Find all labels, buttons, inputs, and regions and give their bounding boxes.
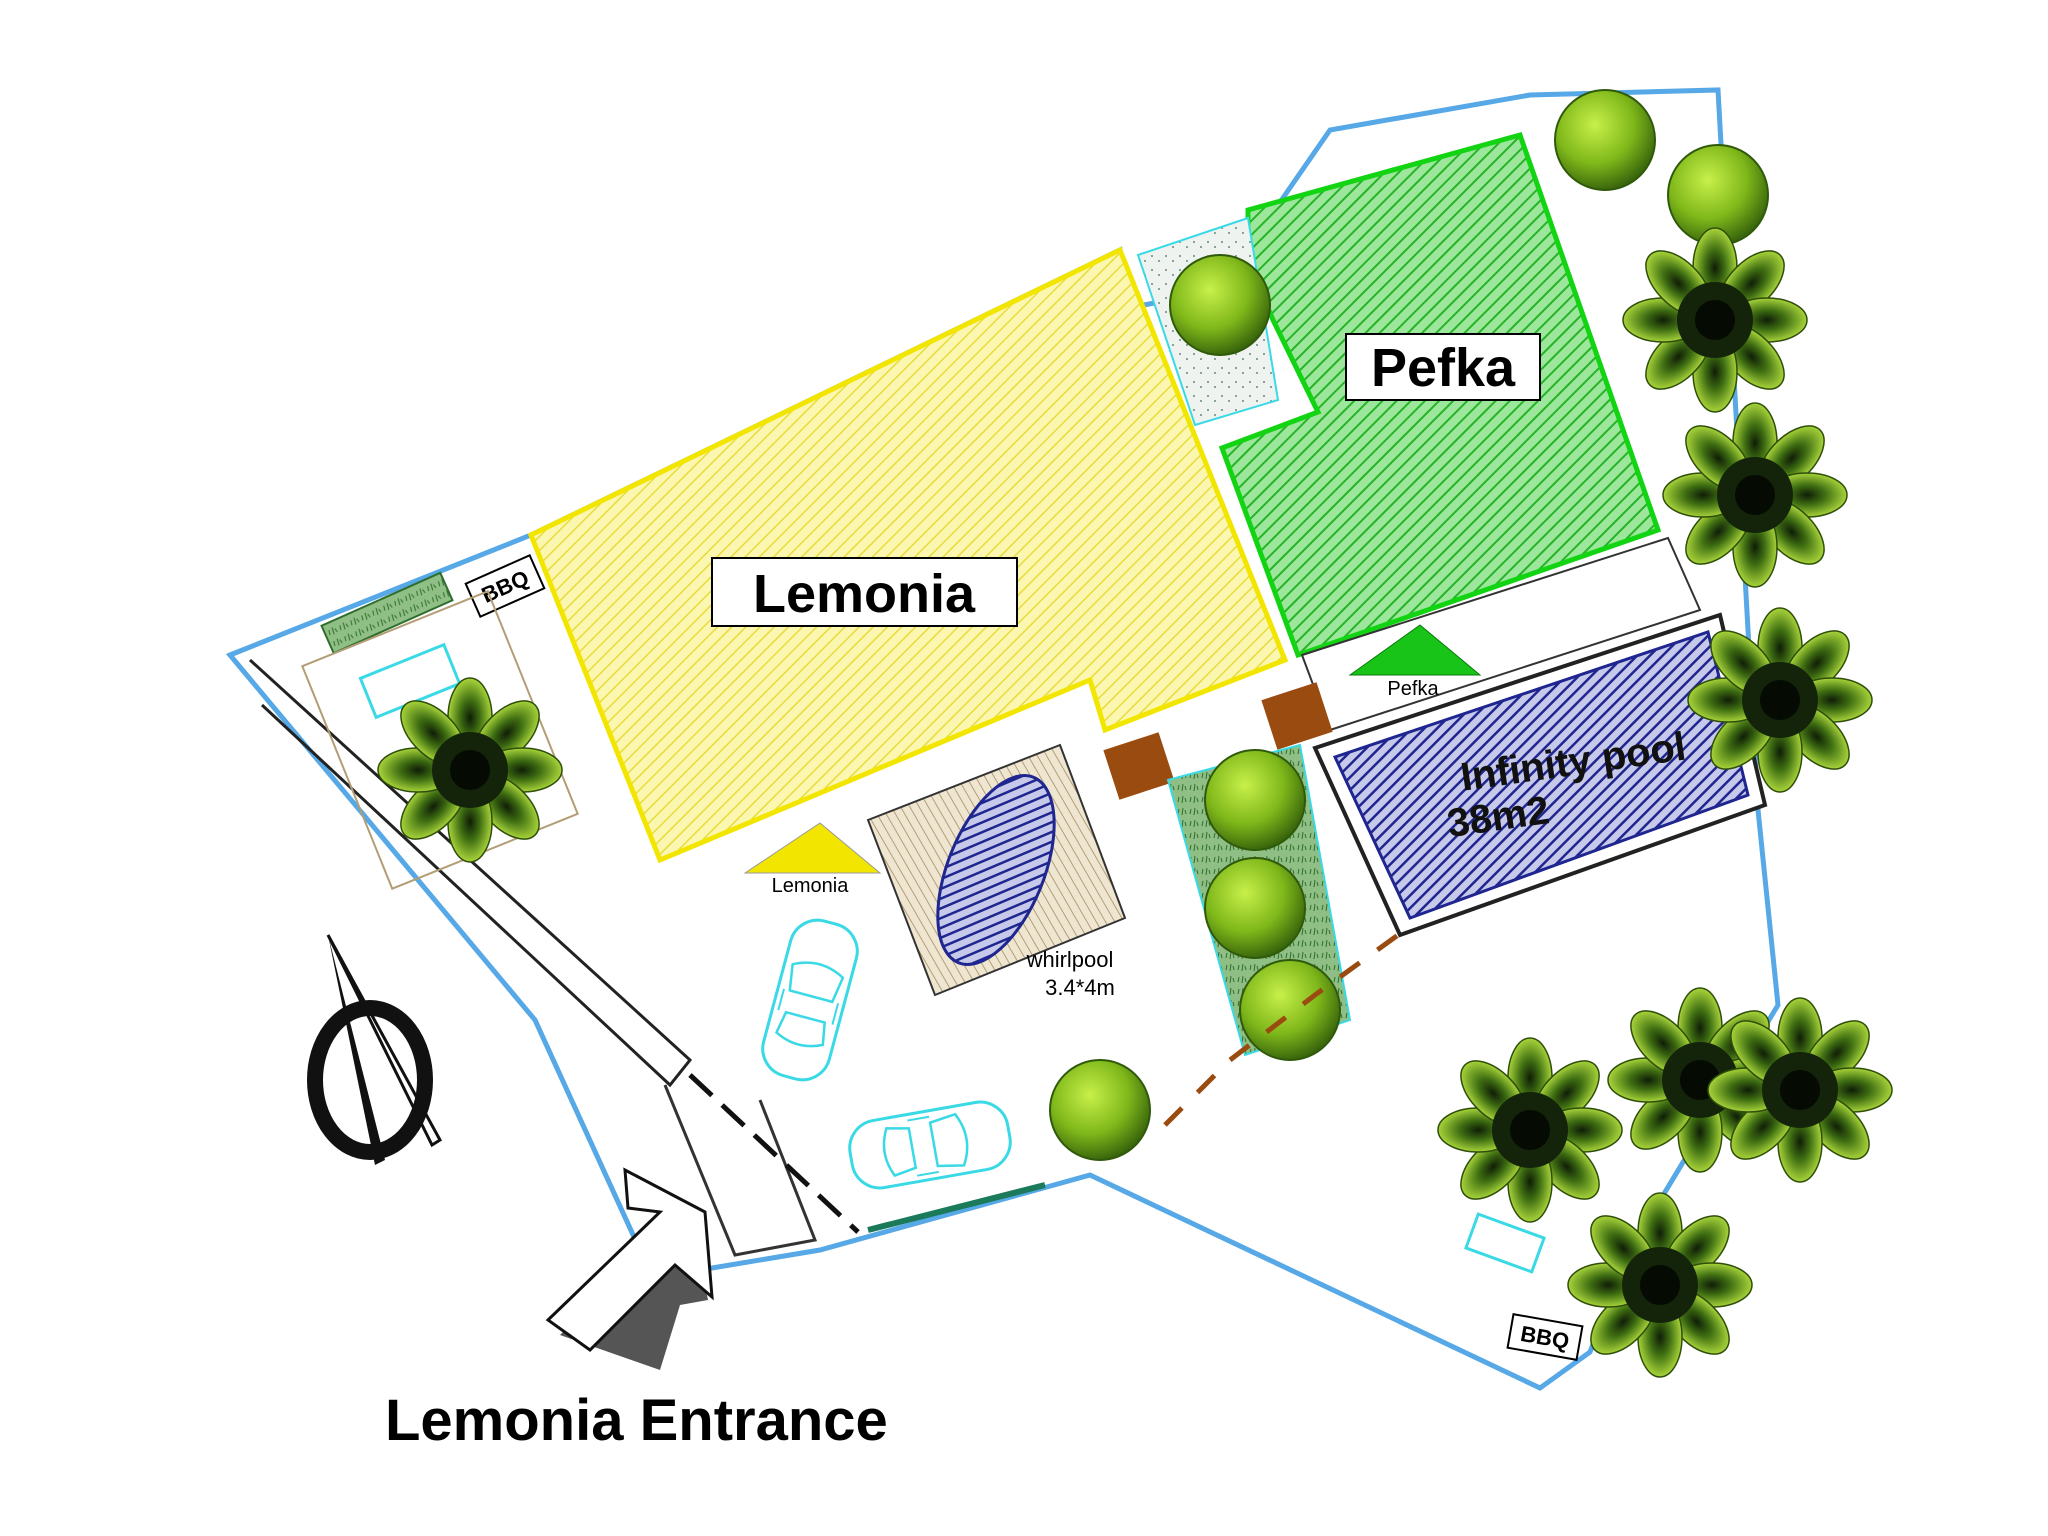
tree-icon — [1204, 749, 1306, 851]
lemonia-marker-label: Lemonia — [772, 875, 850, 897]
tree-icon — [1169, 254, 1271, 356]
tree-icon — [1204, 857, 1306, 959]
entrance-label: Lemonia Entrance — [385, 1388, 888, 1453]
bbq-left-box — [464, 554, 546, 618]
palm-tree-icon — [1437, 1037, 1623, 1223]
bbq-right-box — [1506, 1313, 1584, 1361]
pefka-marker-label: Pefka — [1387, 678, 1439, 700]
palm-tree-icon — [1707, 997, 1893, 1183]
brown-block-2 — [1261, 682, 1333, 750]
whirlpool — [936, 774, 1056, 966]
lemonia-building — [527, 246, 1289, 864]
garden-path — [1163, 927, 1407, 1127]
pefka-label-box — [1345, 333, 1541, 401]
whirlpool-label-1: whirlpool — [1026, 947, 1114, 972]
brown-block-1 — [1103, 732, 1175, 800]
tree-icon — [1239, 959, 1341, 1061]
palm-tree-icon — [1567, 1192, 1753, 1378]
lemonia-label: Lemonia — [753, 564, 976, 624]
tree-icon — [1554, 89, 1656, 191]
hedge — [320, 571, 454, 655]
tree-icon — [1049, 1059, 1151, 1161]
entrance-path — [663, 1084, 818, 1257]
parking-edge — [867, 1182, 1046, 1233]
palm-tree-icon — [1687, 607, 1873, 793]
lemonia-marker — [743, 822, 882, 874]
palm-tree-icon — [1622, 227, 1808, 413]
whirlpool-label-2: 3.4*4m — [1045, 975, 1115, 1000]
palm-tree-icon — [1662, 402, 1848, 588]
north-arrow-icon — [307, 934, 442, 1165]
pefka-label: Pefka — [1371, 338, 1516, 398]
car-icon — [754, 912, 866, 1088]
pefka-marker — [1348, 624, 1482, 676]
dining-table-right — [1464, 1212, 1546, 1274]
entrance-arrow-icon — [545, 1167, 714, 1370]
car-icon — [843, 1096, 1017, 1194]
infinity-pool — [1332, 630, 1750, 920]
lemonia-label-box — [711, 557, 1018, 627]
gate — [688, 1073, 860, 1234]
palm-tree-icon — [377, 677, 563, 863]
